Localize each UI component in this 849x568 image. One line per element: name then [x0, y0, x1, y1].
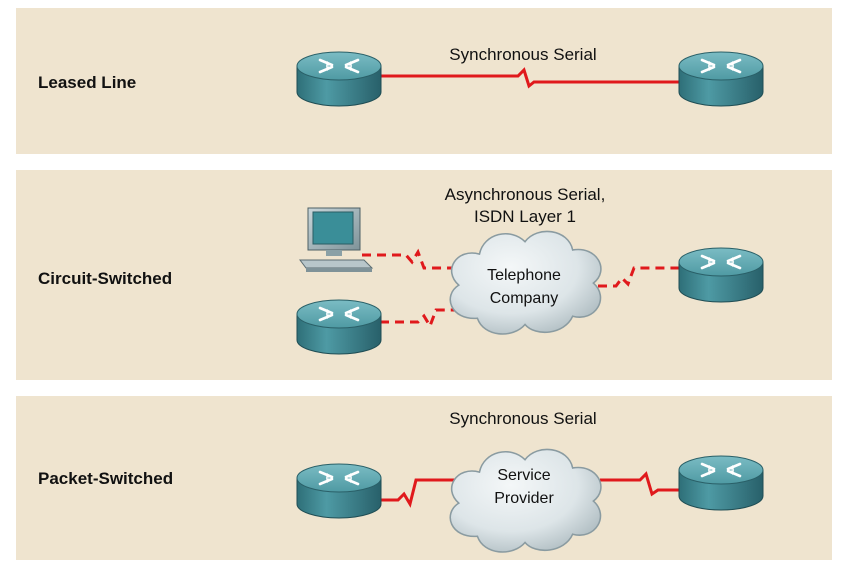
leased-line-caption: Synchronous Serial	[449, 45, 597, 64]
circuit-caption-line-1: Asynchronous Serial,	[444, 185, 606, 204]
router-icon	[677, 50, 765, 108]
circuit-switched-label: Circuit-Switched	[38, 269, 173, 288]
leased-line-link	[376, 67, 680, 89]
packet-switched-links	[376, 471, 680, 508]
service-cloud-line-1: Service	[497, 467, 551, 484]
leased-line-label: Leased Line	[38, 73, 137, 92]
service-cloud-line-2: Provider	[494, 490, 554, 507]
pc-icon	[299, 207, 373, 273]
router-icon	[677, 246, 765, 304]
packet-switched-caption: Synchronous Serial	[449, 409, 597, 428]
telephone-cloud-line-2: Company	[489, 290, 559, 307]
router-icon	[677, 454, 765, 512]
router-icon	[295, 50, 383, 108]
circuit-caption-line-2: ISDN Layer 1	[473, 207, 577, 226]
circuit-switched-links	[362, 248, 686, 330]
packet-switched-label: Packet-Switched	[38, 469, 174, 488]
telephone-cloud-line-1: Telephone	[487, 267, 561, 284]
router-icon	[295, 298, 383, 356]
router-icon	[295, 462, 383, 520]
